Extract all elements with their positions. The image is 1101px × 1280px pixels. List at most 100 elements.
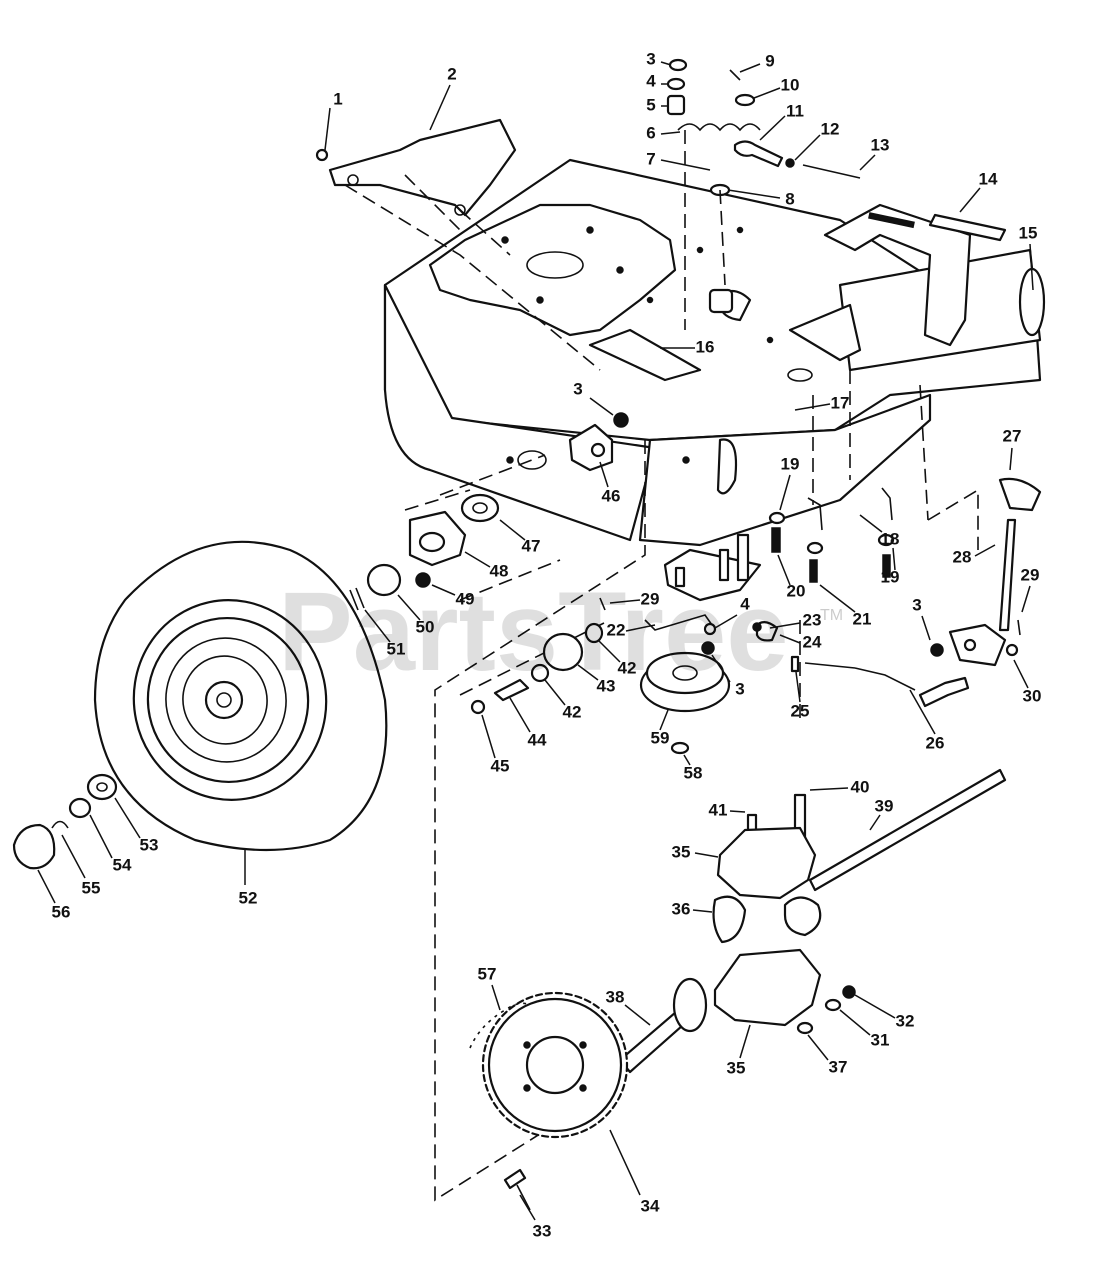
callout-leader-35 bbox=[694, 852, 719, 858]
callout-leader-30 bbox=[1013, 659, 1029, 689]
callout-leader-39 bbox=[869, 814, 881, 831]
callout-label-51: 51 bbox=[387, 639, 406, 658]
callout-leader-54 bbox=[89, 814, 113, 859]
callout-leader-25 bbox=[795, 671, 801, 703]
callout-leader-14 bbox=[959, 187, 981, 213]
callout-leader-48 bbox=[464, 551, 491, 568]
callout-leader-9 bbox=[739, 63, 761, 73]
watermark-text: PartsTree bbox=[278, 569, 789, 694]
callout-label-30: 30 bbox=[1023, 686, 1042, 705]
callout-label-48: 48 bbox=[490, 561, 509, 580]
callout-leader-3 bbox=[660, 61, 672, 66]
callout-leader-42 bbox=[544, 679, 566, 706]
callout-label-3: 3 bbox=[646, 49, 655, 68]
callout-label-31: 31 bbox=[871, 1030, 890, 1049]
callout-leader-34 bbox=[609, 1129, 641, 1196]
top-hardware bbox=[666, 58, 861, 314]
callout-label-28: 28 bbox=[953, 547, 972, 566]
callout-label-19: 19 bbox=[781, 454, 800, 473]
transaxle bbox=[618, 768, 1007, 1074]
callout-leader-47 bbox=[499, 519, 526, 541]
callout-label-59: 59 bbox=[651, 728, 670, 747]
callout-label-35: 35 bbox=[727, 1058, 746, 1077]
callout-label-7: 7 bbox=[646, 149, 655, 168]
callout-label-55: 55 bbox=[82, 878, 101, 897]
callout-label-5: 5 bbox=[646, 95, 655, 114]
callout-label-14: 14 bbox=[979, 169, 998, 188]
callout-leader-26 bbox=[909, 689, 936, 735]
callout-leader-19 bbox=[892, 547, 896, 571]
callout-leader-3 bbox=[589, 397, 614, 416]
callout-leader-36 bbox=[692, 909, 713, 913]
callout-label-46: 46 bbox=[602, 486, 621, 505]
callout-label-16: 16 bbox=[696, 337, 715, 356]
idler-assembly bbox=[470, 533, 762, 755]
callout-leader-35 bbox=[739, 1024, 751, 1059]
callout-label-42: 42 bbox=[563, 702, 582, 721]
callout-label-26: 26 bbox=[926, 733, 945, 752]
callout-leader-7 bbox=[660, 159, 711, 171]
callout-label-17: 17 bbox=[831, 393, 850, 412]
callout-leader-27 bbox=[1009, 447, 1013, 471]
callout-leader-32 bbox=[854, 994, 896, 1019]
callout-label-32: 32 bbox=[896, 1011, 915, 1030]
callout-label-53: 53 bbox=[140, 835, 159, 854]
small-bolts bbox=[768, 487, 895, 583]
callout-label-38: 38 bbox=[606, 987, 625, 1006]
callouts: 1234567891011121314151617318192746474849… bbox=[37, 49, 1042, 1240]
callout-leader-28 bbox=[974, 544, 996, 557]
callout-leader-23 bbox=[769, 622, 801, 629]
callout-leader-59 bbox=[659, 709, 669, 731]
watermark-tm: TM bbox=[820, 607, 843, 624]
callout-leader-40 bbox=[809, 787, 849, 791]
callout-label-27: 27 bbox=[1003, 426, 1022, 445]
callout-leader-4 bbox=[714, 614, 738, 629]
callout-label-8: 8 bbox=[785, 189, 794, 208]
callout-leader-2 bbox=[429, 84, 451, 131]
callout-label-49: 49 bbox=[456, 589, 475, 608]
sprocket bbox=[469, 991, 629, 1211]
callout-label-58: 58 bbox=[684, 763, 703, 782]
callout-leader-56 bbox=[37, 869, 56, 904]
callout-label-11: 11 bbox=[786, 101, 804, 120]
callout-leader-3 bbox=[921, 615, 931, 641]
callout-label-6: 6 bbox=[646, 123, 655, 142]
callout-leader-53 bbox=[114, 797, 141, 839]
callout-leader-44 bbox=[509, 697, 531, 733]
callout-leader-6 bbox=[660, 131, 681, 135]
callout-leader-31 bbox=[839, 1009, 871, 1036]
callout-label-20: 20 bbox=[787, 581, 806, 600]
callout-label-3: 3 bbox=[912, 595, 921, 614]
callout-leader-29 bbox=[609, 599, 641, 604]
bracket-part-2 bbox=[315, 118, 517, 217]
callout-label-18: 18 bbox=[881, 529, 900, 548]
callout-label-29: 29 bbox=[1021, 565, 1040, 584]
callout-leader-10 bbox=[753, 87, 781, 99]
callout-label-43: 43 bbox=[597, 676, 616, 695]
callout-label-34: 34 bbox=[641, 1196, 660, 1215]
callout-leader-19 bbox=[779, 474, 791, 511]
watermark: PartsTree TM bbox=[278, 569, 843, 694]
callout-leader-46 bbox=[599, 461, 609, 488]
assembly-lines bbox=[344, 130, 979, 1202]
hardware-left bbox=[349, 412, 629, 611]
wheel-hardware bbox=[12, 773, 118, 870]
callout-leader-42 bbox=[597, 639, 621, 663]
callout-leader-15 bbox=[1029, 243, 1034, 291]
callout-label-25: 25 bbox=[791, 701, 810, 720]
callout-leader-55 bbox=[61, 834, 86, 879]
callout-leader-18 bbox=[859, 514, 883, 533]
callout-leader-20 bbox=[777, 554, 791, 586]
callout-label-23: 23 bbox=[803, 610, 822, 629]
callout-leader-49 bbox=[431, 584, 456, 596]
callout-label-47: 47 bbox=[522, 536, 541, 555]
callout-label-24: 24 bbox=[803, 632, 822, 651]
callout-leader-21 bbox=[819, 584, 856, 613]
callout-leader-50 bbox=[397, 594, 421, 621]
callout-leader-8 bbox=[727, 189, 781, 199]
callout-label-13: 13 bbox=[871, 135, 890, 154]
callout-label-35: 35 bbox=[672, 842, 691, 861]
callout-label-1: 1 bbox=[333, 89, 342, 108]
callout-label-45: 45 bbox=[491, 756, 510, 775]
